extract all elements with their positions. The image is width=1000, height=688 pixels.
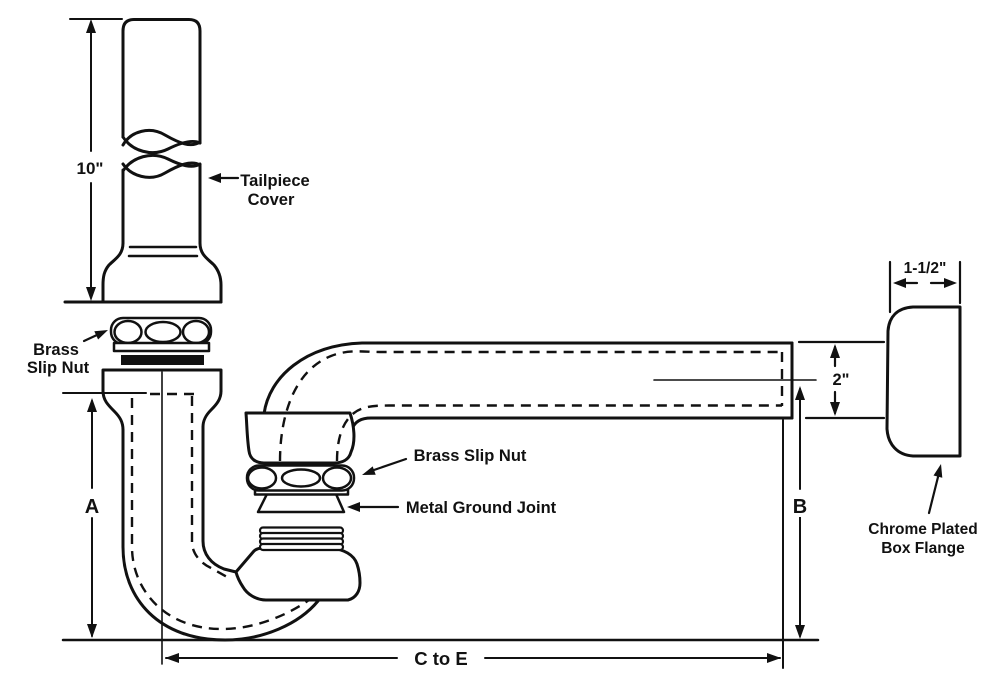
label-dim-1-1-2in: 1-1/2" — [904, 260, 947, 277]
dim-2-ticks — [797, 340, 886, 420]
dim-112-arrow-left — [893, 278, 906, 288]
dim-10-arrow-down — [86, 287, 96, 301]
tailpiece-cover-arrowhead — [208, 173, 221, 183]
thread-ridge — [258, 542, 345, 552]
slip-nut-upper-knurl — [113, 319, 143, 345]
label-chrome-flange-line1: Chrome Plated — [868, 521, 977, 538]
dim-a-arrow-down — [87, 624, 97, 638]
ground-joint-arrowhead — [347, 502, 360, 512]
cover-joint-lines — [127, 245, 199, 258]
slip-nut-upper — [109, 316, 213, 353]
dimension-2in — [797, 340, 886, 420]
tailpiece-tube-outline — [121, 18, 202, 145]
tube-break-line — [121, 135, 202, 154]
dim-a-arrow-up — [87, 398, 97, 412]
slip-nut-mid-knurl — [280, 468, 322, 488]
dimension-1-1-2in — [888, 260, 962, 314]
label-metal-ground-joint: Metal Ground Joint — [406, 499, 557, 517]
label-bg — [80, 492, 105, 517]
trap-inlet-hub — [101, 368, 223, 393]
slip-nut-mid-knurl — [246, 466, 278, 490]
dim-b-arrow-up — [795, 386, 805, 400]
brass-left-arrowhead — [94, 330, 108, 340]
tailpiece-cover — [63, 154, 223, 304]
label-brass-slip-nut-left-line1: Brass — [33, 341, 79, 359]
slip-nut-upper-knurl — [144, 320, 182, 344]
label-backgrounds — [70, 153, 813, 517]
trap-hidden-bore — [130, 392, 310, 631]
slip-nut-upper-knurl — [181, 319, 211, 345]
slip-nut-mid — [245, 464, 356, 496]
dim-10-arrow-up — [86, 19, 96, 33]
dim-2-arrow-down — [830, 402, 840, 416]
label-dim-b: B — [793, 496, 807, 518]
flange-arrow-line — [927, 475, 940, 515]
box-flange — [885, 305, 962, 458]
brass-mid-arrow-line — [372, 457, 408, 472]
dim-112-arrow-right — [944, 278, 957, 288]
dimension-10in — [69, 18, 123, 301]
brass-mid-arrowhead — [362, 466, 376, 475]
trap-body — [101, 368, 320, 642]
cover-break-line — [121, 154, 202, 173]
brass-left-arrow-line — [82, 333, 100, 343]
cover-break-line — [121, 161, 202, 179]
trap-hub-right-curve — [201, 389, 223, 429]
dim-cte-arrow-right — [767, 653, 781, 663]
waste-arm-top — [262, 341, 794, 416]
label-dim-a: A — [85, 496, 99, 518]
waste-arm-hidden-bore — [278, 350, 784, 462]
label-brass-slip-nut-mid: Brass Slip Nut — [414, 447, 527, 465]
trap-hub-left-curve — [101, 389, 125, 432]
label-chrome-flange-line2: Box Flange — [881, 540, 965, 557]
tailpiece-tube — [121, 18, 202, 154]
waste-arm-bottom — [350, 416, 794, 431]
hidden-line — [130, 398, 310, 631]
dim-112-ticks — [888, 260, 962, 314]
label-tailpiece-cover-line1: Tailpiece — [240, 172, 309, 190]
dimension-a — [87, 398, 97, 638]
hidden-line — [335, 404, 782, 462]
flange-arrowhead — [933, 464, 943, 478]
elbow-bell — [244, 411, 356, 465]
metal-ground-joint-part — [256, 492, 346, 514]
label-bg — [788, 492, 813, 517]
cover-bell-right — [198, 241, 223, 304]
dim-2-arrow-up — [830, 344, 840, 358]
cover-bell-left — [101, 241, 125, 304]
hidden-line — [190, 396, 228, 579]
dimension-b — [653, 379, 817, 639]
callout-arrows — [82, 173, 943, 515]
trap-outlet-hub — [234, 546, 362, 602]
tube-break-line — [121, 129, 202, 147]
dim-cte-arrow-left — [165, 653, 179, 663]
slip-nut-mid-knurl — [321, 466, 353, 490]
dim-b-arrow-down — [795, 625, 805, 639]
label-10in: 10" — [77, 159, 104, 178]
rubber-washer — [121, 355, 204, 365]
label-tailpiece-cover-line2: Cover — [248, 191, 295, 209]
label-dim-2in: 2" — [833, 371, 850, 389]
label-brass-slip-nut-left-line2: Slip Nut — [27, 359, 90, 377]
slip-nut-upper-plate — [112, 341, 211, 353]
label-bg — [70, 153, 112, 180]
dimension-c-to-e — [165, 419, 784, 669]
hidden-line — [278, 350, 782, 462]
outlet-threads — [258, 526, 345, 552]
trap-inner-right-wall — [201, 425, 238, 574]
label-dim-c-to-e: C to E — [414, 648, 467, 669]
